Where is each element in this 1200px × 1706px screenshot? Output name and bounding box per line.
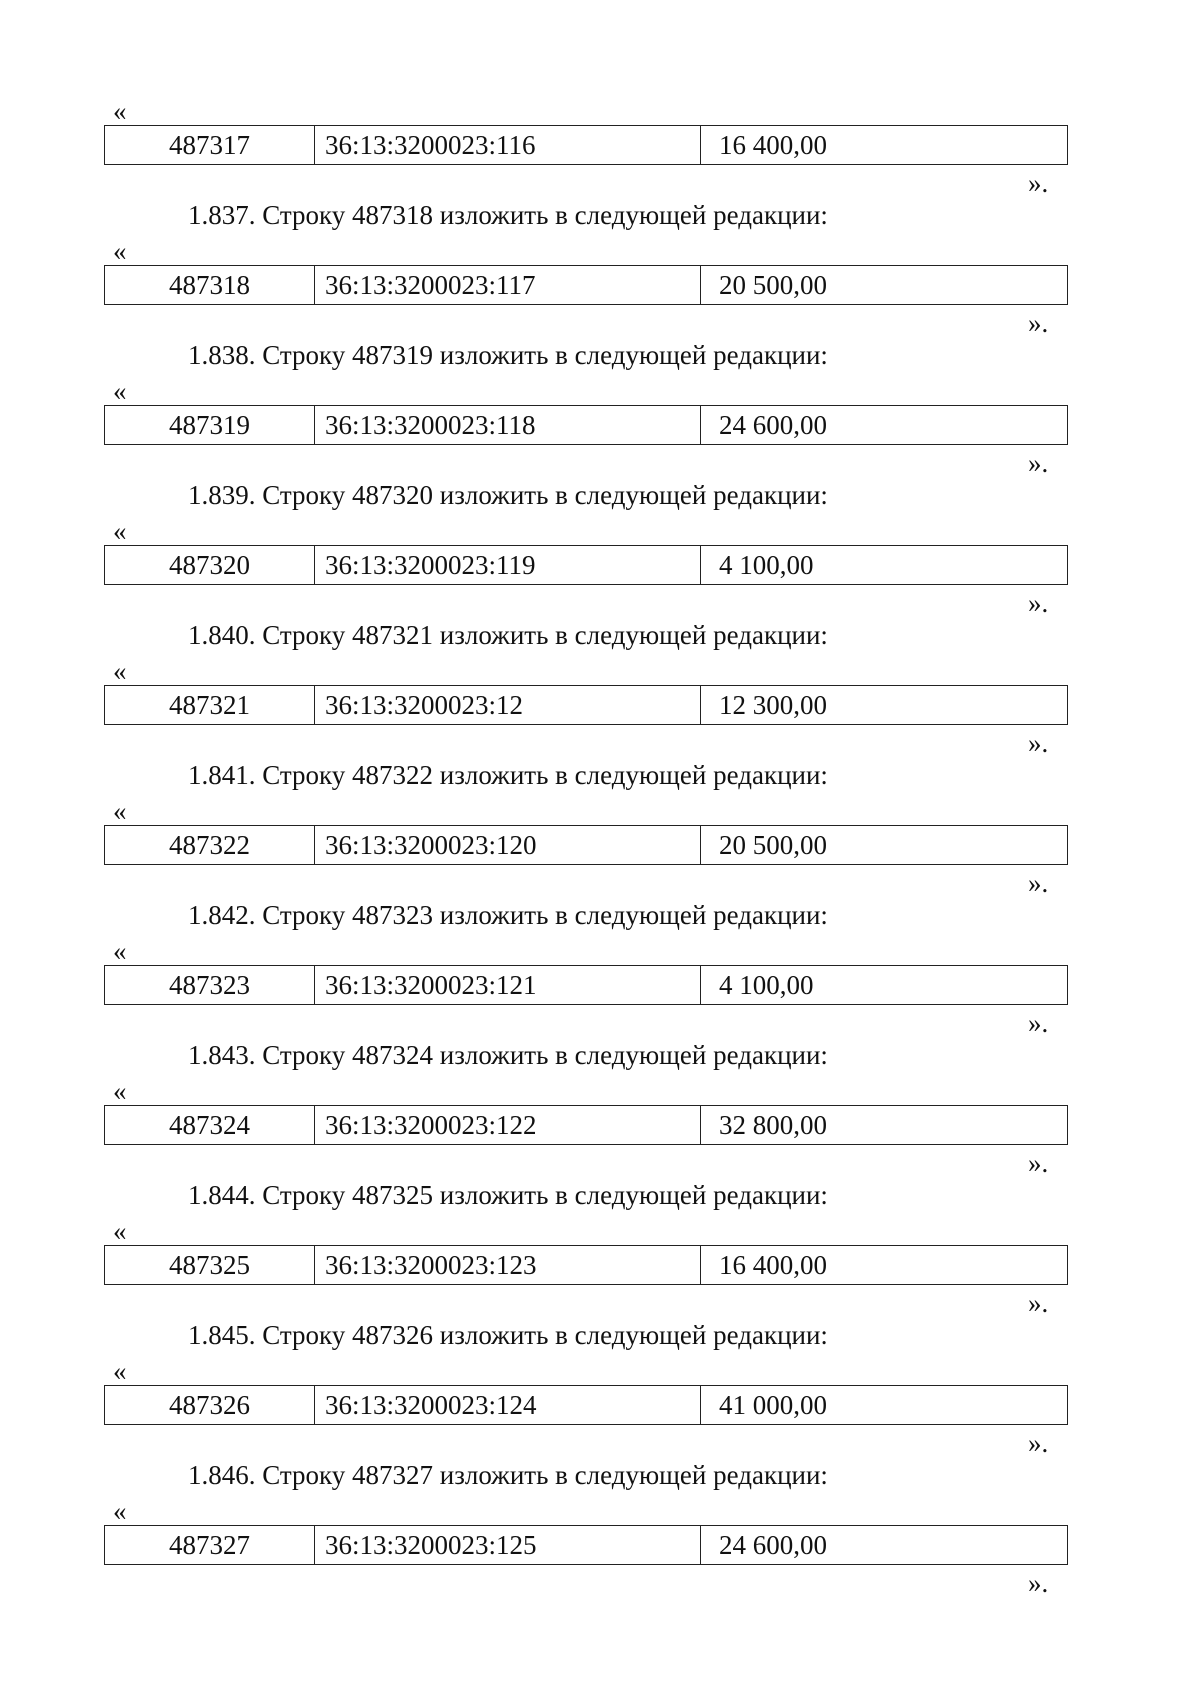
close-quote: ». — [1028, 1568, 1049, 1598]
row-value: 16 400,00 — [719, 129, 827, 160]
row-value: 20 500,00 — [719, 829, 827, 860]
row-number: 487321 — [105, 686, 315, 724]
close-quote: ». — [1028, 1428, 1049, 1458]
amendment-paragraph: 1.846. Строку 487327 изложить в следующе… — [188, 1460, 828, 1490]
amendment-paragraph: 1.837. Строку 487318 изложить в следующе… — [188, 200, 828, 230]
table-row: 487319 36:13:3200023:118 24 600,00 — [104, 405, 1068, 445]
row-value: 24 600,00 — [719, 1529, 827, 1560]
cadastral-number: 36:13:3200023:118 — [315, 406, 701, 444]
row-number: 487322 — [105, 826, 315, 864]
row-number: 487317 — [105, 126, 315, 164]
table-row: 487327 36:13:3200023:125 24 600,00 — [104, 1525, 1068, 1565]
open-quote: « — [113, 796, 127, 826]
table-row: 487322 36:13:3200023:120 20 500,00 — [104, 825, 1068, 865]
cadastral-number: 36:13:3200023:122 — [315, 1106, 701, 1144]
close-quote: ». — [1028, 1008, 1049, 1038]
table-row: 487321 36:13:3200023:12 12 300,00 — [104, 685, 1068, 725]
table-row: 487323 36:13:3200023:121 4 100,00 — [104, 965, 1068, 1005]
table-row: 487320 36:13:3200023:119 4 100,00 — [104, 545, 1068, 585]
cadastral-number: 36:13:3200023:125 — [315, 1526, 701, 1564]
amendment-paragraph: 1.839. Строку 487320 изложить в следующе… — [188, 480, 828, 510]
close-quote: ». — [1028, 168, 1049, 198]
cadastral-number: 36:13:3200023:123 — [315, 1246, 701, 1284]
open-quote: « — [113, 516, 127, 546]
open-quote: « — [113, 1496, 127, 1526]
amendment-paragraph: 1.845. Строку 487326 изложить в следующе… — [188, 1320, 828, 1350]
row-number: 487319 — [105, 406, 315, 444]
row-value: 16 400,00 — [719, 1249, 827, 1280]
amendment-paragraph: 1.844. Строку 487325 изложить в следующе… — [188, 1180, 828, 1210]
row-value: 12 300,00 — [719, 689, 827, 720]
open-quote: « — [113, 656, 127, 686]
cadastral-number: 36:13:3200023:119 — [315, 546, 701, 584]
table-row: 487317 36:13:3200023:116 16 400,00 — [104, 125, 1068, 165]
amendment-paragraph: 1.840. Строку 487321 изложить в следующе… — [188, 620, 828, 650]
close-quote: ». — [1028, 448, 1049, 478]
row-value: 24 600,00 — [719, 409, 827, 440]
close-quote: ». — [1028, 588, 1049, 618]
open-quote: « — [113, 1076, 127, 1106]
row-number: 487327 — [105, 1526, 315, 1564]
open-quote: « — [113, 96, 127, 126]
cadastral-number: 36:13:3200023:120 — [315, 826, 701, 864]
table-row: 487325 36:13:3200023:123 16 400,00 — [104, 1245, 1068, 1285]
row-number: 487326 — [105, 1386, 315, 1424]
table-row: 487318 36:13:3200023:117 20 500,00 — [104, 265, 1068, 305]
cadastral-number: 36:13:3200023:121 — [315, 966, 701, 1004]
amendment-paragraph: 1.838. Строку 487319 изложить в следующе… — [188, 340, 828, 370]
close-quote: ». — [1028, 308, 1049, 338]
row-number: 487325 — [105, 1246, 315, 1284]
amendment-paragraph: 1.843. Строку 487324 изложить в следующе… — [188, 1040, 828, 1070]
close-quote: ». — [1028, 868, 1049, 898]
amendment-paragraph: 1.841. Строку 487322 изложить в следующе… — [188, 760, 828, 790]
row-number: 487320 — [105, 546, 315, 584]
row-value: 32 800,00 — [719, 1109, 827, 1140]
open-quote: « — [113, 376, 127, 406]
cadastral-number: 36:13:3200023:124 — [315, 1386, 701, 1424]
close-quote: ». — [1028, 1148, 1049, 1178]
open-quote: « — [113, 236, 127, 266]
table-row: 487324 36:13:3200023:122 32 800,00 — [104, 1105, 1068, 1145]
open-quote: « — [113, 936, 127, 966]
cadastral-number: 36:13:3200023:12 — [315, 686, 701, 724]
open-quote: « — [113, 1356, 127, 1386]
row-number: 487324 — [105, 1106, 315, 1144]
close-quote: ». — [1028, 728, 1049, 758]
row-value: 4 100,00 — [719, 549, 814, 580]
table-row: 487326 36:13:3200023:124 41 000,00 — [104, 1385, 1068, 1425]
cadastral-number: 36:13:3200023:116 — [315, 126, 701, 164]
amendment-paragraph: 1.842. Строку 487323 изложить в следующе… — [188, 900, 828, 930]
close-quote: ». — [1028, 1288, 1049, 1318]
row-value: 4 100,00 — [719, 969, 814, 1000]
row-number: 487323 — [105, 966, 315, 1004]
row-value: 20 500,00 — [719, 269, 827, 300]
row-number: 487318 — [105, 266, 315, 304]
open-quote: « — [113, 1216, 127, 1246]
row-value: 41 000,00 — [719, 1389, 827, 1420]
cadastral-number: 36:13:3200023:117 — [315, 266, 701, 304]
